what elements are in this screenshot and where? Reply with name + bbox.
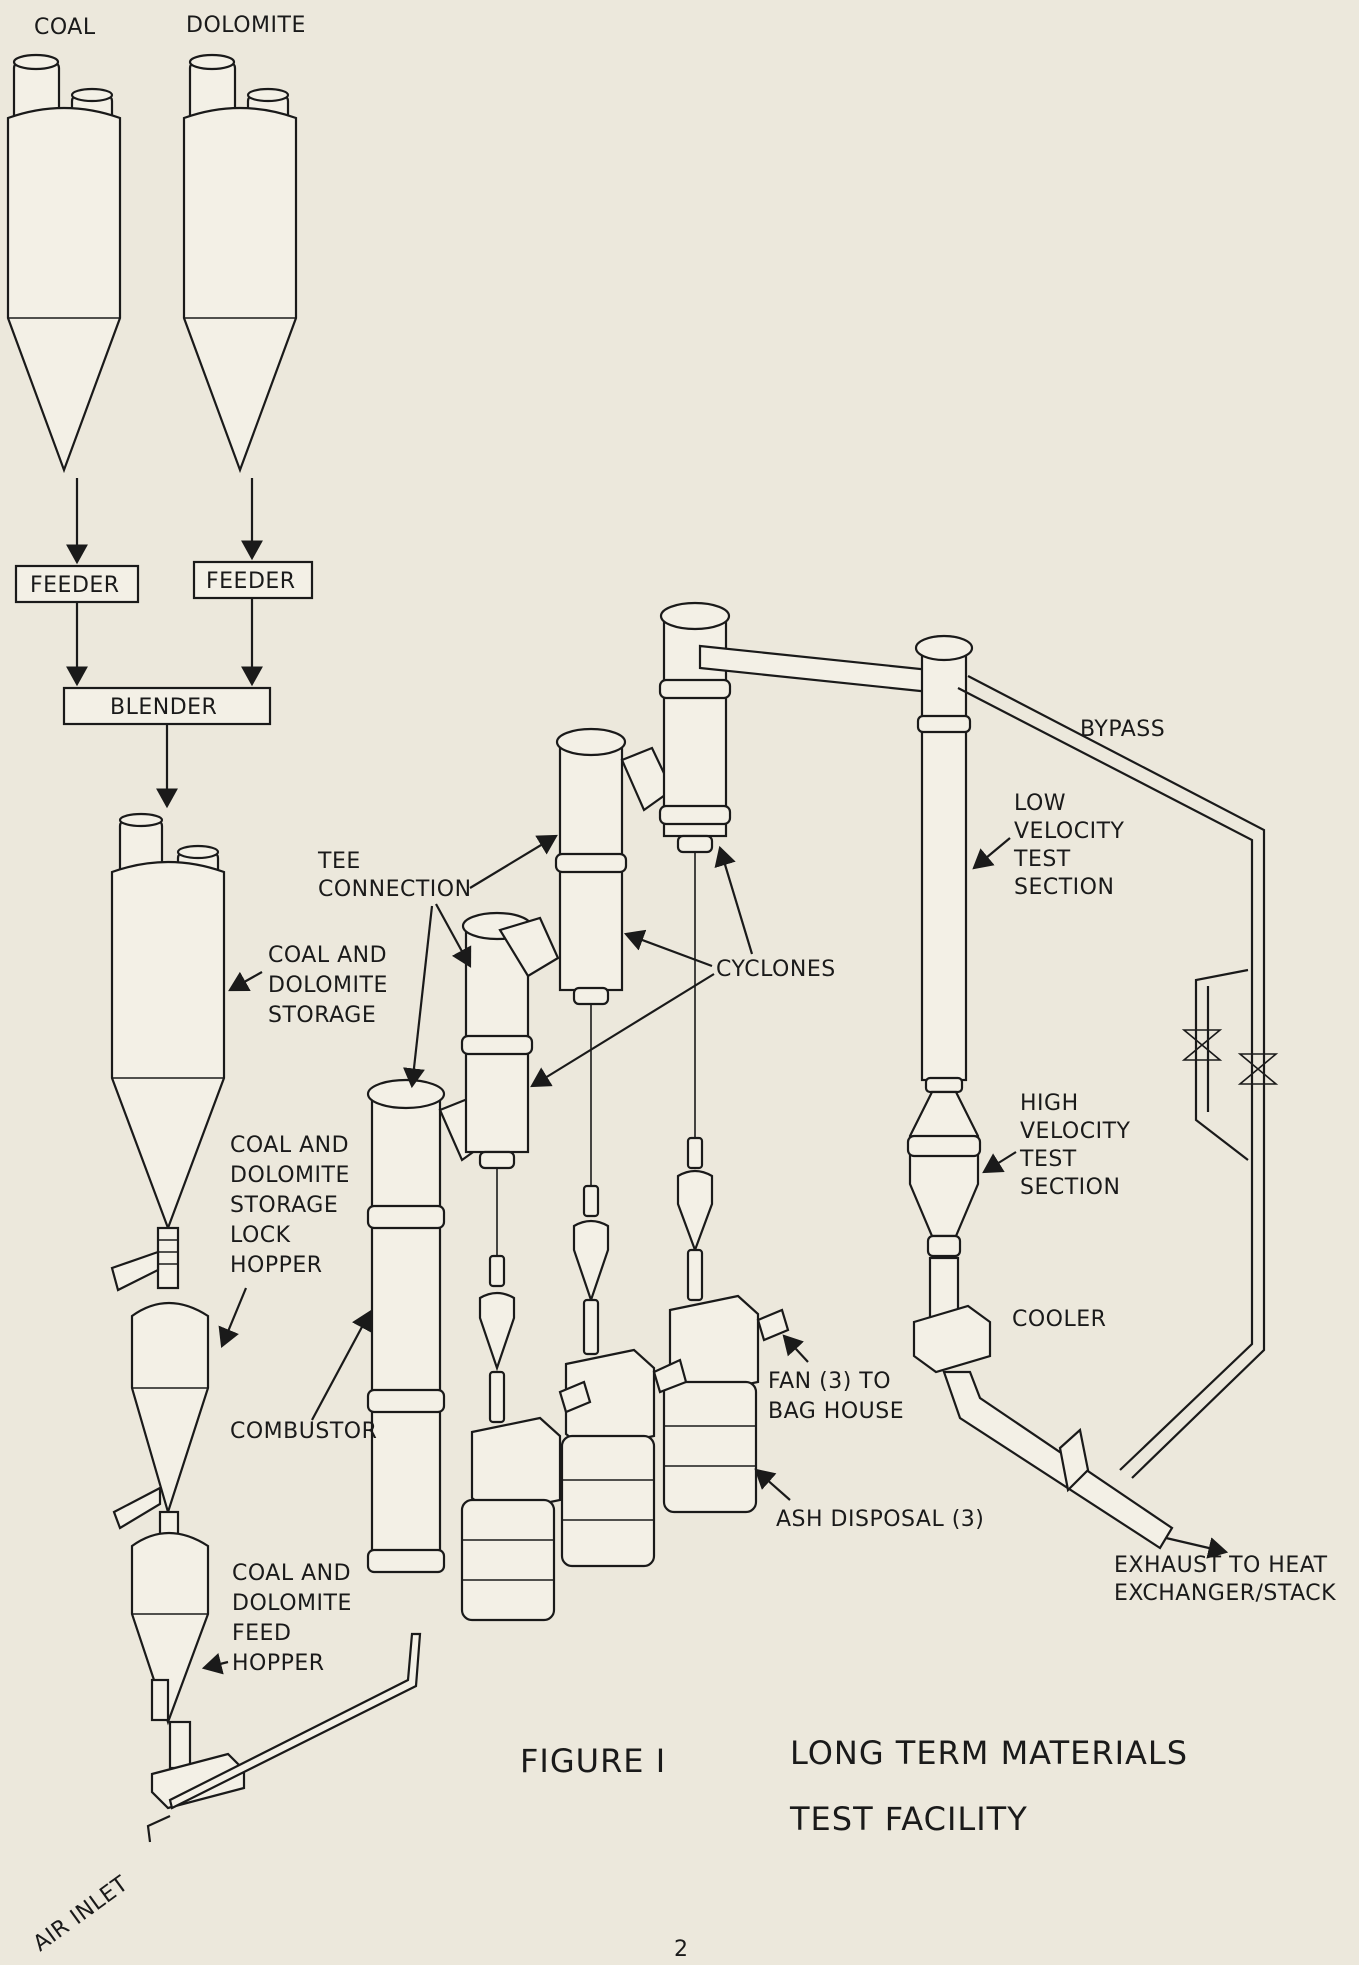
dolomite-silo — [184, 55, 296, 470]
figure-number: FIGURE I — [520, 1742, 666, 1780]
label-ash-disposal: ASH DISPOSAL (3) — [776, 1507, 984, 1532]
label-coal: COAL — [34, 15, 96, 40]
pointer-arrow — [756, 1470, 790, 1500]
fan-outlet — [758, 1310, 788, 1340]
label-feed-hopper: COAL AND DOLOMITE FEED HOPPER — [232, 1561, 359, 1676]
pointer-arrow — [436, 904, 470, 966]
label-air-inlet: AIR INLET — [29, 1871, 133, 1956]
pointer-arrow — [720, 848, 752, 954]
label-dolomite: DOLOMITE — [186, 13, 306, 38]
pointer-arrow — [974, 838, 1010, 868]
label-storage: COAL AND DOLOMITE STORAGE — [268, 943, 395, 1028]
label-high-velocity: HIGH VELOCITY TEST SECTION — [1019, 1091, 1138, 1200]
storage-silo — [112, 814, 224, 1228]
label-bypass: BYPASS — [1080, 717, 1165, 742]
cyclone-1 — [462, 913, 560, 1620]
label-tee-connection: TEE CONNECTION — [317, 849, 472, 902]
figure-title-line2: TEST FACILITY — [789, 1800, 1028, 1838]
lock-hopper — [112, 1228, 208, 1512]
pointer-arrow — [626, 934, 712, 966]
label-feeder-right: FEEDER — [206, 569, 296, 594]
figure-title-line1: LONG TERM MATERIALS — [790, 1734, 1188, 1772]
label-exhaust: EXHAUST TO HEAT EXCHANGER/STACK — [1114, 1553, 1336, 1606]
label-lock-hopper: COAL AND DOLOMITE STORAGE LOCK HOPPER — [230, 1133, 357, 1278]
label-blender: BLENDER — [110, 695, 217, 720]
label-cyclones: CYCLONES — [716, 957, 836, 982]
label-low-velocity: LOW VELOCITY TEST SECTION — [1013, 791, 1132, 900]
pointer-arrow — [222, 1288, 246, 1346]
bypass-line — [958, 676, 1276, 1478]
pointer-arrow — [470, 836, 556, 888]
pointer-arrow — [312, 1312, 370, 1420]
pointer-arrow — [412, 906, 432, 1086]
label-combustor: COMBUSTOR — [230, 1419, 377, 1444]
crossover-duct — [700, 646, 930, 692]
label-feeder-left: FEEDER — [30, 573, 120, 598]
label-cooler: COOLER — [1012, 1307, 1106, 1332]
high-velocity-section — [908, 1092, 980, 1318]
low-velocity-section — [916, 636, 972, 1092]
pointer-arrow — [784, 1336, 808, 1362]
pointer-arrow — [204, 1662, 228, 1668]
label-fan: FAN (3) TO BAG HOUSE — [768, 1369, 904, 1424]
pointer-arrow — [230, 972, 262, 990]
page-number: 2 — [674, 1937, 689, 1962]
air-inlet-pointer — [148, 1816, 170, 1842]
exhaust-arrow — [1166, 1538, 1226, 1552]
pointer-arrow — [984, 1152, 1016, 1172]
coal-silo — [8, 55, 120, 470]
